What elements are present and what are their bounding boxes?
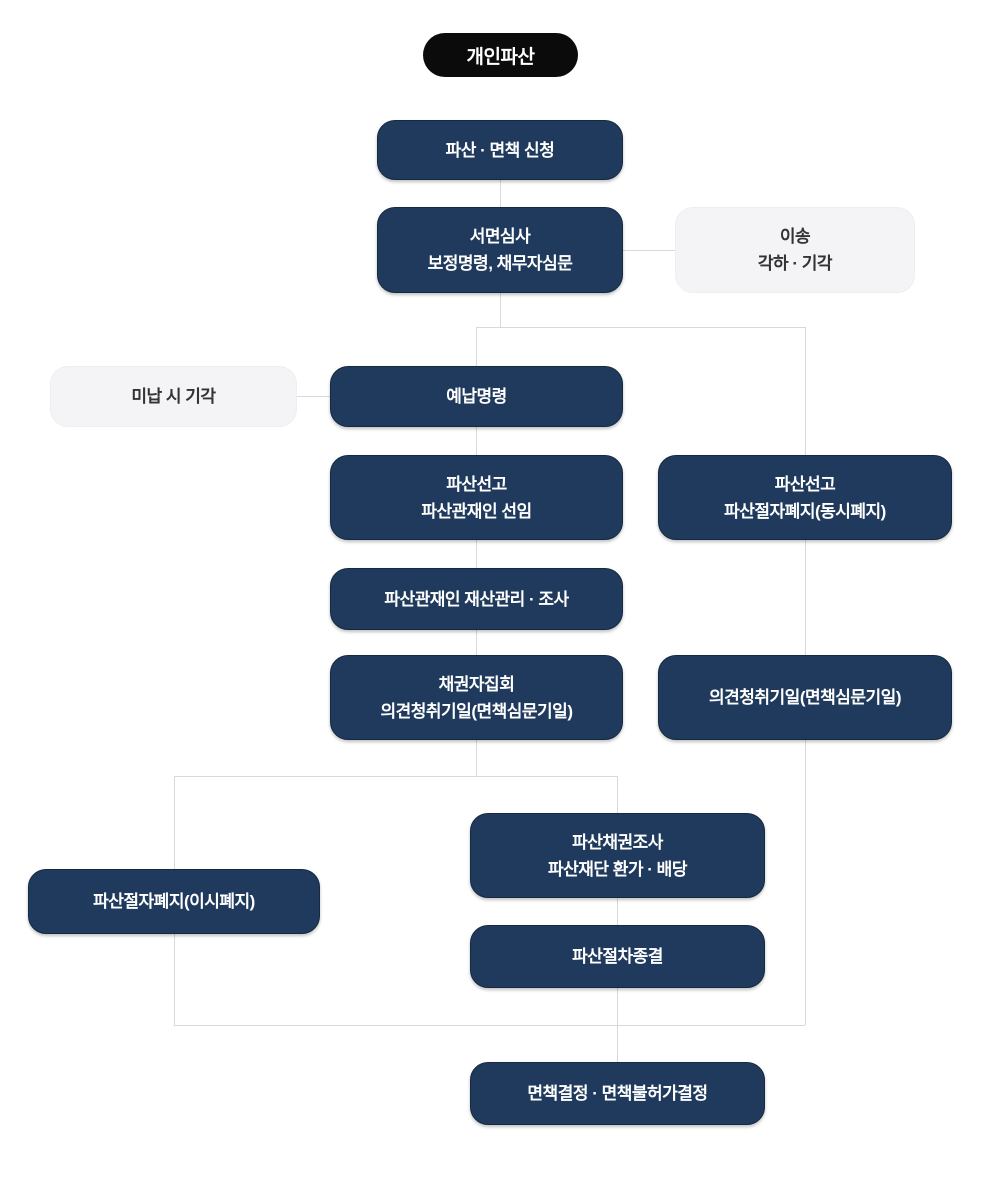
flow-node-label: 파산재단 환가 · 배당 — [548, 859, 687, 879]
flow-node-label: 파산관재인 재산관리 · 조사 — [384, 589, 569, 609]
flow-node-trustee-management: 파산관재인 재산관리 · 조사 — [330, 568, 623, 630]
connector-line — [617, 988, 618, 1062]
flow-node-opinion-hearing: 의견청취기일(면책심문기일) — [658, 655, 952, 740]
connector-line — [500, 293, 501, 327]
flow-node-label: 파산절자폐지(동시폐지) — [724, 501, 886, 521]
flow-node-label: 의견청취기일(면책심문기일) — [708, 688, 902, 707]
connector-line — [174, 934, 175, 1025]
flow-node-label: 예납명령 — [446, 387, 507, 406]
flow-node-label: 파산 · 면책 신청 — [445, 140, 555, 160]
connector-line — [174, 776, 175, 869]
connector-line — [476, 630, 477, 655]
flow-node-abolition-later: 파산절자폐지(이시폐지) — [28, 869, 320, 934]
flow-node-label: 보정명령, 채무자심문 — [427, 254, 573, 273]
flow-node-label: 파산관재인 선임 — [421, 501, 532, 521]
flow-node-label: 채권자집회 — [438, 674, 515, 694]
flow-node-label: 미납 시 기각 — [131, 387, 216, 406]
diagram-title-label: 개인파산 — [466, 46, 535, 68]
connector-line — [297, 396, 330, 397]
connector-line — [805, 540, 806, 655]
connector-line — [174, 1025, 805, 1026]
connector-line — [174, 776, 617, 777]
connector-line — [617, 898, 618, 925]
connector-line — [623, 250, 675, 251]
connector-line — [476, 327, 477, 366]
flow-node-label: 의견청취기일(면책심문기일) — [380, 701, 573, 721]
diagram-title-pill: 개인파산 — [423, 33, 578, 77]
connector-line — [617, 776, 618, 813]
flow-node-label: 파산절자폐지(이시폐지) — [93, 892, 255, 911]
connector-line — [805, 740, 806, 1025]
flow-node-label: 파산절차종결 — [572, 947, 663, 966]
flow-node-label: 면책결정 · 면책불허가결정 — [527, 1084, 708, 1103]
flow-node-label: 이송 — [779, 227, 811, 246]
flow-node-apply: 파산 · 면책 신청 — [377, 120, 623, 180]
flow-node-label: 파산채권조사 — [572, 832, 663, 852]
flow-node-discharge-decision: 면책결정 · 면책불허가결정 — [470, 1062, 765, 1125]
flow-node-dismiss-if-unpaid: 미납 시 기각 — [50, 366, 297, 427]
connector-line — [476, 327, 805, 328]
flow-node-label: 각하 · 기각 — [757, 254, 833, 273]
connector-line — [476, 427, 477, 455]
flow-node-label: 서면심사 — [469, 227, 531, 246]
flow-node-deposit-order: 예납명령 — [330, 366, 623, 427]
flow-node-procedure-close: 파산절차종결 — [470, 925, 765, 988]
flow-node-label: 파산선고 — [446, 474, 507, 494]
connector-line — [476, 740, 477, 776]
connector-line — [805, 327, 806, 455]
connector-line — [500, 180, 501, 207]
flow-node-label: 파산선고 — [774, 474, 836, 494]
connector-line — [476, 540, 477, 568]
